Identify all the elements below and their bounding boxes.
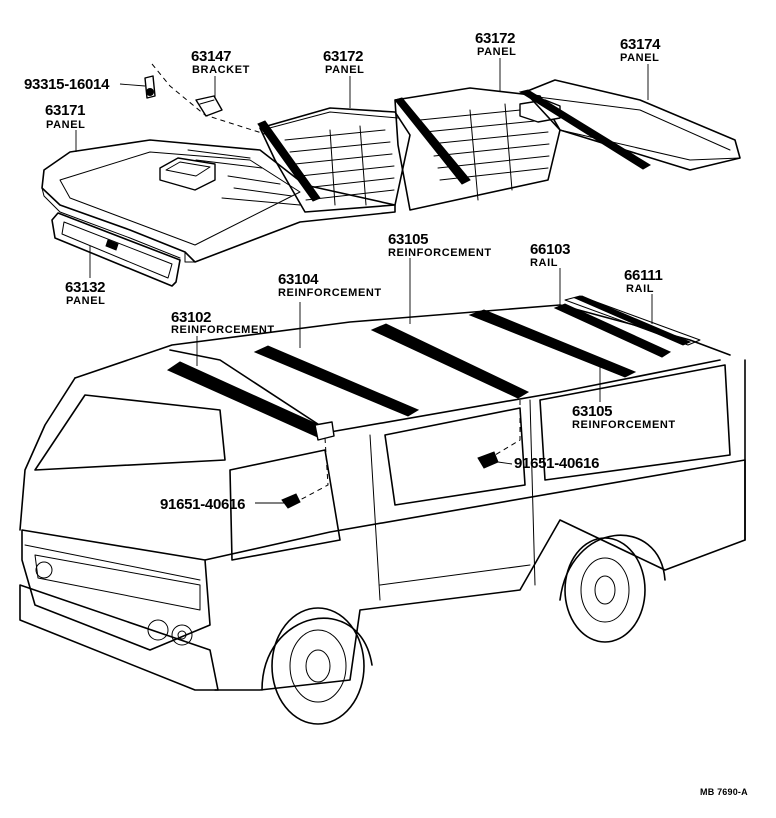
label-63172a-name: PANEL	[325, 64, 365, 76]
label-63104-number: 63104	[278, 271, 319, 288]
label-66111-number: 66111	[624, 267, 663, 284]
van-body	[19, 304, 746, 725]
label-63132-number: 63132	[65, 279, 106, 296]
label-63171-number: 63171	[45, 102, 86, 119]
label-63105-side-name: REINFORCEMENT	[572, 419, 676, 431]
roof-reinforcement-63102	[166, 361, 335, 441]
label-63174-name: PANEL	[620, 52, 660, 64]
label-63172a-number: 63172	[323, 48, 364, 65]
leader-lines	[75, 58, 653, 504]
label-63102-number: 63102	[171, 309, 212, 326]
label-63105-side-number: 63105	[572, 403, 613, 420]
label-91651-left: 91651-40616	[160, 496, 246, 513]
label-63105-top-name: REINFORCEMENT	[388, 247, 492, 259]
bolt-93315-16014	[144, 75, 156, 99]
label-63104-name: REINFORCEMENT	[278, 287, 382, 299]
label-66103-number: 66103	[530, 241, 571, 258]
label-63147-name: BRACKET	[192, 64, 250, 76]
roof-reinforcement-63104	[253, 345, 420, 417]
label-63174-number: 63174	[620, 36, 661, 53]
roof-rail-66111	[564, 295, 701, 346]
label-63172b-name: PANEL	[477, 46, 517, 58]
middle-roof-panel-63172-b	[394, 87, 561, 211]
roof-rail-66103	[553, 303, 672, 358]
bolt-right-path	[494, 400, 521, 456]
label-63102-name: REINFORCEMENT	[171, 324, 275, 336]
bolt-left-path	[299, 437, 329, 501]
label-63105-top-number: 63105	[388, 231, 429, 248]
bolt-91651-40616-right	[477, 451, 499, 469]
front-garnish-panel-63132	[51, 212, 181, 287]
label-66103-name: RAIL	[530, 257, 559, 269]
label-93315-16014: 93315-16014	[24, 76, 110, 93]
front-roof-panel-63171	[41, 139, 396, 263]
label-63172b-number: 63172	[475, 30, 516, 47]
diagram-code: MB 7690-A	[700, 787, 748, 797]
label-63147-number: 63147	[191, 48, 232, 65]
roof-reinforcement-63105-rear	[468, 309, 637, 378]
rear-roof-panel-63174	[518, 79, 741, 171]
label-63171-name: PANEL	[46, 119, 86, 131]
middle-roof-panel-63172-a	[257, 107, 411, 213]
label-66111-name: RAIL	[626, 283, 655, 295]
bolt-91651-40616-left	[281, 493, 301, 509]
bracket-63147	[195, 95, 223, 117]
roof-reinforcement-63105-front	[370, 323, 530, 399]
label-63132-name: PANEL	[66, 295, 106, 307]
label-91651-right: 91651-40616	[514, 455, 600, 472]
